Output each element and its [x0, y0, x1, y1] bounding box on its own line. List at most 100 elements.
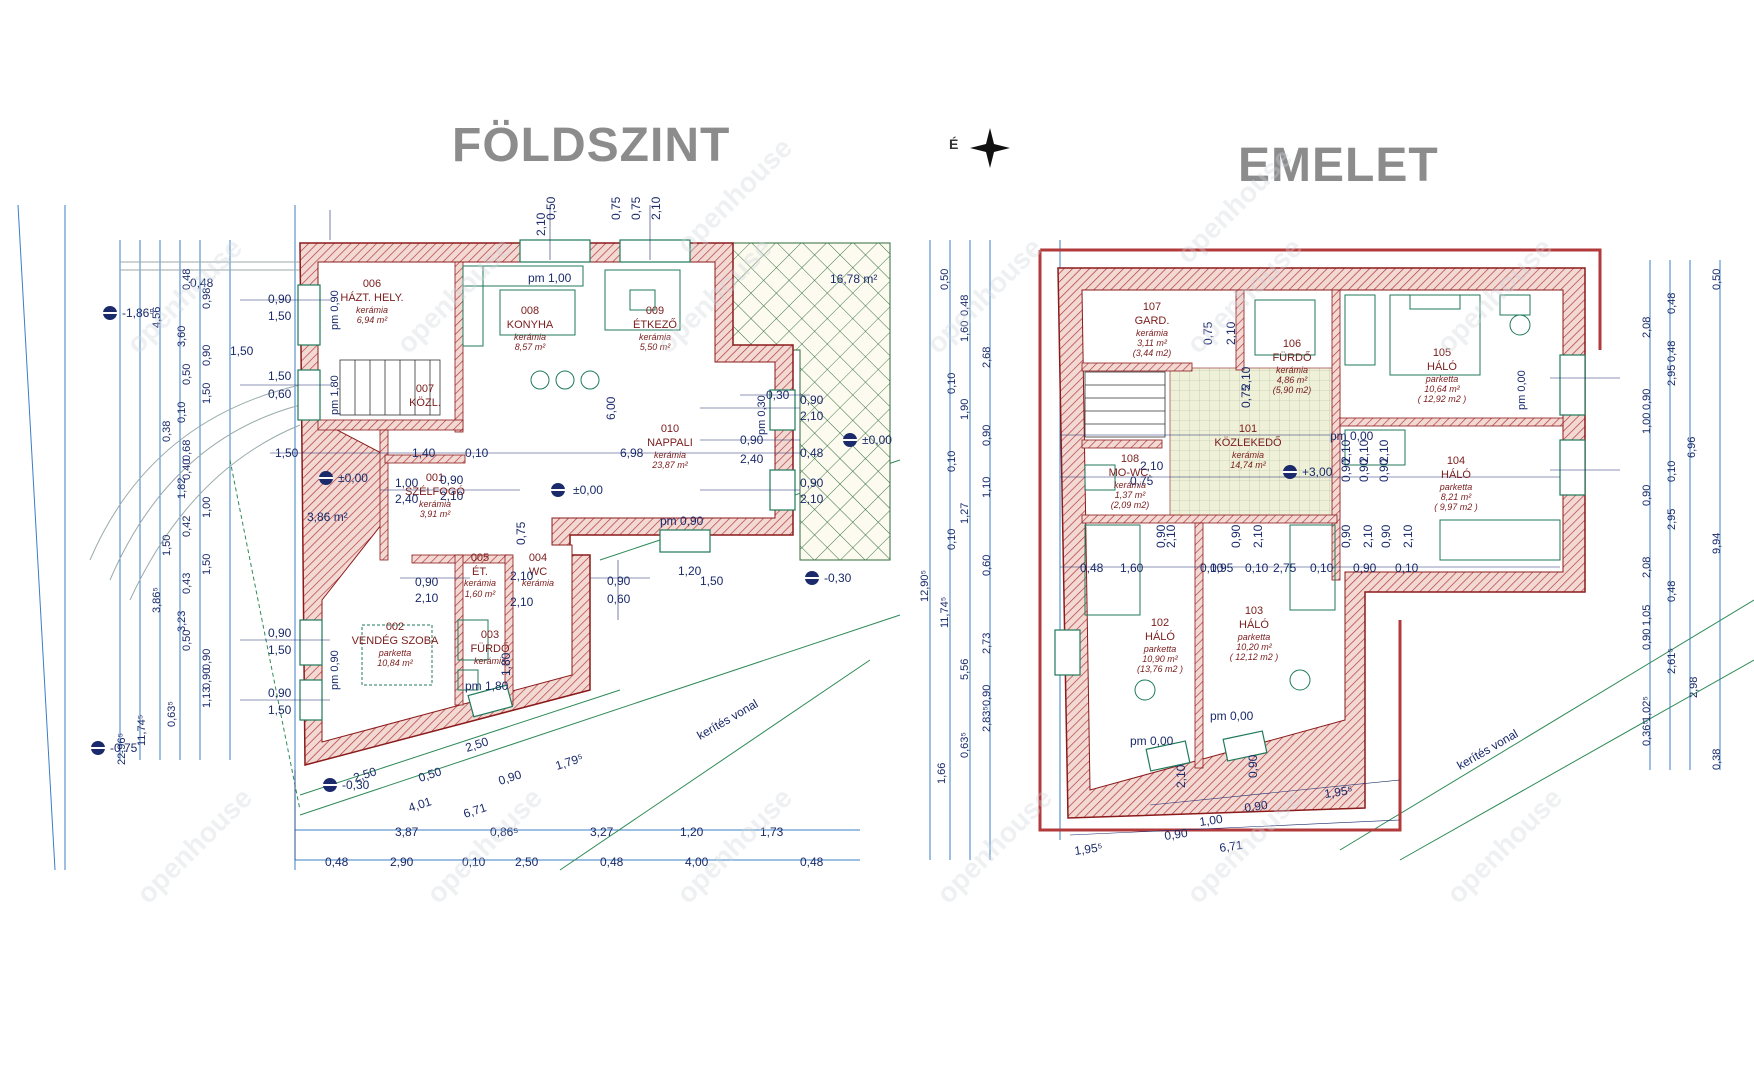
upper-inner-dim: 0,95: [1210, 561, 1234, 575]
upper-side-dim: 9,94: [1711, 533, 1723, 554]
upper-inner-dim: 0,75: [1239, 384, 1253, 408]
ground-floor-plan: [17, 204, 901, 871]
ground-window-dim: 0,60: [268, 387, 292, 401]
room-001-area: 3,91 m²: [420, 509, 452, 519]
room-104-area: 8,21 m²: [1441, 492, 1473, 502]
upper-mid-dim: 0,48: [959, 295, 971, 316]
ground-window-dim: 2,40: [395, 492, 419, 506]
upper-side-dim: 0,50: [1711, 269, 1723, 290]
level-l7: -0,30: [342, 778, 370, 792]
ground-window-dim: 0,90: [607, 574, 631, 588]
room-005-area: 1,60 m²: [465, 589, 497, 599]
room-108-area2: (2,09 m2): [1111, 500, 1150, 510]
ground-side-dim: 1,50: [161, 535, 173, 556]
ground-diag-dim: 6,71: [462, 800, 489, 821]
ground-window-dim: 0,90: [440, 473, 464, 487]
ground-side-dim: 0,63⁵: [166, 701, 178, 727]
upper-inner-dim: 0,10: [1245, 561, 1269, 575]
upper-floor-plan: [929, 128, 1754, 861]
ground-side-dim: 1,50: [201, 383, 213, 404]
room-105-num: 105: [1433, 347, 1451, 359]
room-108-mat: kerámia: [1114, 480, 1146, 490]
upper-mid-dim: 5,56: [959, 659, 971, 680]
level-l1: -1,86⁵: [122, 306, 154, 320]
room-003-num: 003: [481, 629, 499, 641]
ground-window-dim: 1,80: [499, 652, 513, 676]
room-106-name: FÜRDŐ: [1272, 350, 1312, 364]
upper-mid-dim: 0,60: [981, 555, 993, 576]
upper-inner-dim: 0,90: [1377, 458, 1391, 482]
ground-window-dim: 0,60: [607, 592, 631, 606]
upper-inner-dim: 2,10: [1361, 524, 1375, 548]
upper-side-dim: 0,10: [1666, 461, 1678, 482]
room-106-mat: kerámia: [1276, 365, 1308, 375]
ground-window-dim: 2,10: [649, 196, 663, 220]
ground-stairs: [339, 359, 441, 416]
upper-inner-dim: 0,90: [1339, 458, 1353, 482]
room-004-num: 004: [529, 552, 547, 564]
spot-label: pm 0,30: [756, 395, 768, 435]
level-l5: -0,30: [824, 571, 852, 585]
terrace-area: 16,78 m²: [830, 272, 877, 286]
upper-inner-dim: 2,10: [1164, 524, 1178, 548]
upper-side-dim: 0,48: [1666, 341, 1678, 362]
ground-window-dim: 2,10: [800, 409, 824, 423]
ground-bottom-dim: 2,90: [390, 855, 414, 869]
spot-label: pm 1,00: [528, 271, 572, 285]
upper-inner-dim: 2,10: [1140, 459, 1164, 473]
room-103-area: 10,20 m²: [1236, 642, 1273, 652]
room-104-mat: parketta: [1439, 482, 1473, 492]
spot-label: pm 1,80: [329, 375, 341, 415]
ground-window-dim: 2,40: [740, 452, 764, 466]
ground-side-dim: 1,13: [201, 687, 213, 708]
ground-window-dim: 2,10: [415, 591, 439, 605]
upper-partitions: [1081, 289, 1564, 769]
kitchen-furniture: [462, 265, 681, 390]
porch-area: 3,86 m²: [307, 510, 348, 524]
room-102-name: HÁLÓ: [1145, 630, 1175, 643]
upper-inner-dim: 2,10: [1239, 366, 1253, 390]
room-003-name: FÜRDŐ: [470, 641, 510, 655]
room-009-name: ÉTKEZŐ: [633, 317, 677, 331]
ground-side-dim: 0,90: [201, 649, 213, 670]
ground-window-dim: 1,50: [268, 643, 292, 657]
room-008-area: 8,57 m²: [515, 342, 547, 352]
room-009-mat: kerámia: [639, 332, 671, 342]
upper-inner-dim: 0,10: [1395, 561, 1419, 575]
north-label: É: [949, 136, 960, 152]
room-006-num: 006: [363, 278, 381, 290]
ground-window-dim: 1,50: [268, 369, 292, 383]
ground-window-dim: 0,75: [629, 196, 643, 220]
room-101-mat: kerámia: [1232, 450, 1264, 460]
room-105-area2: ( 12,92 m2 ): [1418, 394, 1467, 404]
ground-window-dim: 0,48: [190, 276, 214, 290]
upper-mid-dim: 2,73: [981, 633, 993, 654]
upper-inner-dim: 0,90: [1229, 524, 1243, 548]
room-001-name: SZÉLFOGÓ: [405, 485, 465, 498]
upper-mid-dim: 0,10: [946, 529, 958, 550]
room-004-mat: kerámia: [522, 578, 554, 588]
room-001-num: 001: [426, 472, 444, 484]
spot-label: pm 1,80: [465, 679, 509, 693]
ground-window-dim: 0,90: [268, 686, 292, 700]
room-106-num: 106: [1283, 338, 1301, 350]
upper-inner-dim: 2,10: [1401, 524, 1415, 548]
fence-line-ground: kerítés vonal: [695, 696, 761, 742]
room-009-area: 5,50 m²: [640, 342, 672, 352]
upper-mid-dim: 1,90: [959, 399, 971, 420]
ground-window-dim: 1,20: [678, 564, 702, 578]
upper-inner-dim: 0,75: [1130, 474, 1154, 488]
fence-line-upper: kerítés vonal: [1455, 726, 1521, 772]
ground-diag-dim: 2,50: [464, 734, 491, 755]
upper-dimension-lines: [1060, 377, 1620, 836]
ground-bottom-dim: 4,00: [685, 855, 709, 869]
ground-side-dim: 0,10: [176, 402, 188, 423]
ground-bottom-dim: 0,48: [600, 855, 624, 869]
ground-window-dim: 1,50: [268, 309, 292, 323]
upper-side-dim: 0,48: [1666, 293, 1678, 314]
upper-bottom-dim: 6,71: [1218, 838, 1243, 855]
room-102-num: 102: [1151, 617, 1169, 629]
ground-diag-dim: 0,50: [417, 764, 444, 785]
ground-window-dim: 1,40: [412, 446, 436, 460]
spot-height-labels: pm 1,00 pm 0,90 pm 0,90 pm 1,80 pm 0,30 …: [329, 271, 1528, 748]
